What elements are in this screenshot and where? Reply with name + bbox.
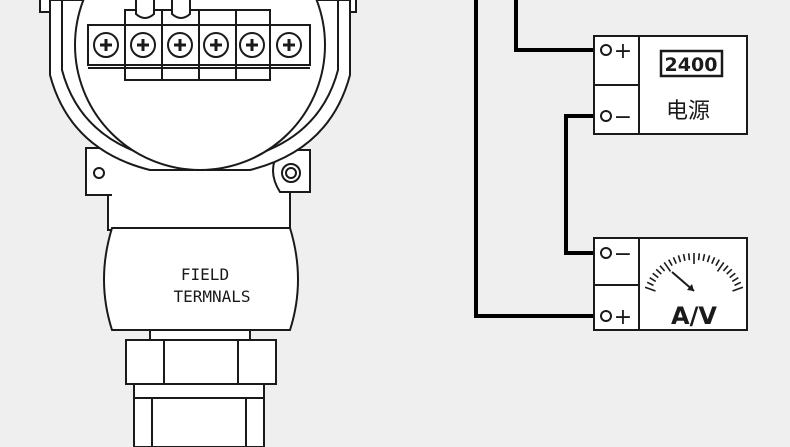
wire-power-to-meter: [564, 114, 604, 255]
meter-tick: [672, 256, 677, 265]
meter-tick: [655, 268, 662, 275]
meter-tick: [734, 281, 742, 287]
field-terminals-label-line2: TERMNALS: [173, 287, 250, 306]
mounting-hole-right-inner: [285, 167, 297, 179]
meter-tick: [687, 253, 691, 261]
meter-scale: [644, 253, 744, 292]
terminal-screw-6: [276, 32, 302, 58]
terminal-screw-4: [203, 32, 229, 58]
meter-tick: [711, 256, 716, 265]
meter-positive-sign: +: [614, 305, 632, 330]
wire-meter-positive: [474, 0, 604, 318]
power-positive-sign: +: [614, 39, 632, 64]
power-supply: [593, 35, 748, 135]
meter-tick: [706, 255, 711, 263]
meter-tick: [697, 253, 701, 261]
meter-needle-head: [687, 284, 694, 291]
hex-nut-neck: [149, 329, 251, 341]
meter: [593, 237, 748, 331]
wiring: [474, 0, 604, 318]
hex-nut: [125, 339, 277, 385]
power-supply-label: 电源: [666, 99, 710, 124]
meter-tick: [659, 265, 666, 272]
meter-tick: [644, 286, 656, 292]
power-display-value: 2400: [665, 54, 718, 76]
meter-tick: [726, 268, 733, 275]
meter-tick: [646, 281, 654, 287]
terminal-screw-2: [130, 32, 156, 58]
meter-tick: [649, 277, 657, 283]
mounting-hole-left: [93, 167, 105, 179]
meter-tick: [729, 272, 736, 279]
wire-lug-2: [171, 0, 191, 19]
meter-scale-ticks: [644, 253, 744, 292]
meter-tick: [668, 259, 673, 267]
wire-power-positive: [514, 0, 604, 52]
meter-tick: [652, 272, 659, 279]
meter-negative-sign: −: [614, 242, 632, 267]
meter-label: A/V: [671, 302, 717, 330]
meter-tick: [677, 255, 682, 263]
meter-tick: [731, 277, 739, 283]
power-positive-terminal: [600, 44, 612, 56]
meter-tick: [722, 265, 729, 272]
terminal-screw-3: [167, 32, 193, 58]
meter-tick: [663, 261, 672, 272]
meter-tick: [715, 259, 720, 267]
power-display: [659, 49, 724, 78]
lower-body: [103, 227, 299, 331]
power-negative-terminal: [600, 110, 612, 122]
meter-negative-terminal: [600, 247, 612, 259]
terminal-screw-1: [93, 32, 119, 58]
terminal-screw-5: [239, 32, 265, 58]
wire-lug-1: [135, 0, 155, 19]
terminal-screws: [93, 32, 302, 58]
pressure-transmitter: [39, 0, 357, 447]
meter-tick: [702, 253, 706, 262]
field-terminals-label-line1: FIELD: [181, 265, 229, 284]
meter-tick: [732, 286, 744, 292]
power-negative-sign: −: [614, 105, 632, 130]
meter-box: [638, 237, 748, 331]
terminal-dividers: [124, 10, 271, 80]
pressure-port: [133, 383, 265, 447]
meter-positive-terminal: [600, 310, 612, 322]
meter-tick: [682, 253, 686, 262]
meter-tick: [716, 261, 725, 272]
